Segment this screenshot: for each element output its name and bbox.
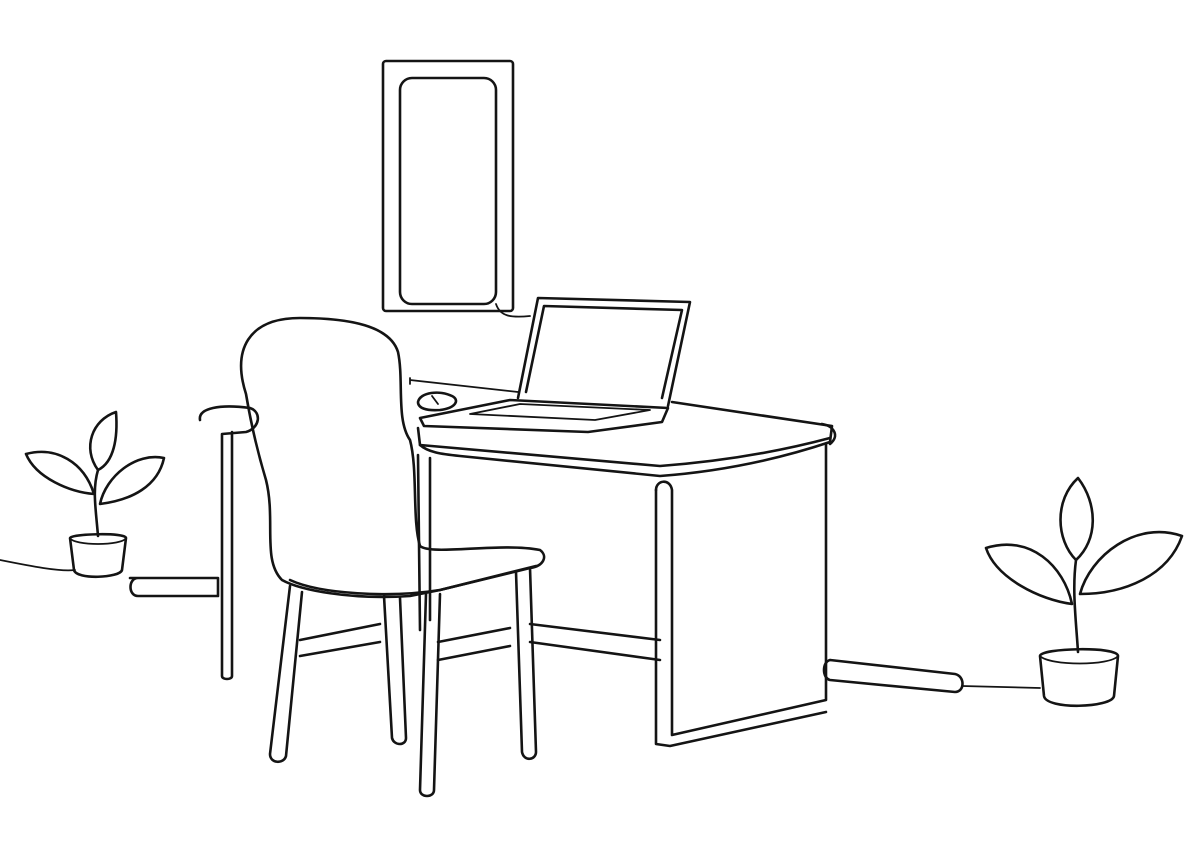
floor-rail-under-chair [298,622,512,662]
chair [198,316,546,798]
chair-leg-back-left [382,594,408,746]
mouse-button-line [431,395,439,405]
laptop-screen-inner [524,304,684,400]
chair-armrest [198,405,260,681]
mirror-cord [495,303,531,318]
mirror-glass [398,76,498,306]
plant-left-leaf-right [98,455,166,506]
wall-mirror [381,59,531,318]
computer-mouse [416,391,458,412]
chair-backrest [239,316,546,599]
plant-left-stem [93,468,100,538]
plant-left-pot-rim [69,537,127,545]
floor-line-right [961,685,1041,689]
plant-right-stem [1072,558,1080,654]
mirror-frame [381,59,515,313]
floor-line-left [0,559,76,572]
laptop-screen [516,296,692,408]
desk-top [416,400,834,478]
mouse-body [416,391,458,412]
chair-leg-front-left [268,584,304,764]
floor-line-desk [528,622,662,662]
plant-right-pot [1038,647,1120,708]
laptop-cable [409,377,519,393]
laptop-keyboard [469,403,651,421]
plant-left-leaf-top [88,410,118,472]
floor-rail-left [128,576,220,598]
plant-left-pot [68,532,128,579]
plant-left-leaf-left [24,450,96,496]
chair-leg-back-right [514,566,538,761]
floor-rail-right [822,658,964,694]
chair-seat-edge [288,564,538,596]
plant-right-leaf-left [984,543,1074,606]
desk-pedestal [654,442,828,737]
desk [416,400,837,748]
desk-top-front-edge [418,436,832,468]
potted-plant-right [984,476,1184,708]
desk-right-edge [820,422,837,446]
laptop-base [418,398,670,434]
chair-leg-front-right [418,592,442,798]
plant-right-leaf-top [1059,476,1095,562]
desk-pedestal-front [654,488,828,748]
plant-right-pot-rim [1039,655,1119,665]
potted-plant-left [24,410,166,579]
plant-right-leaf-right [1078,530,1184,596]
laptop [409,296,692,434]
